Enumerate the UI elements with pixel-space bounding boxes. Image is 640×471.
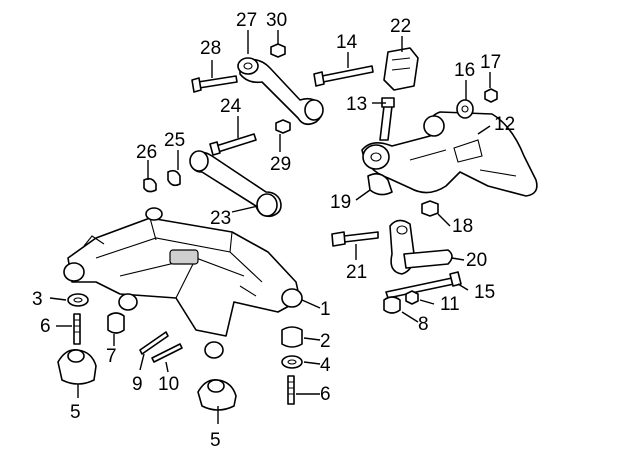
callout-29: 29 bbox=[270, 154, 291, 175]
callout-27: 27 bbox=[236, 10, 257, 31]
callout-15: 15 bbox=[474, 282, 495, 303]
callout-17: 17 bbox=[480, 52, 501, 73]
callout-12: 12 bbox=[494, 114, 515, 135]
callout-5-center: 5 bbox=[210, 430, 221, 451]
bolt-6-right bbox=[287, 375, 295, 405]
leader-lines bbox=[49, 30, 491, 424]
nut-18 bbox=[421, 200, 439, 217]
toe-link-20 bbox=[389, 219, 453, 275]
bushing-7 bbox=[107, 312, 125, 334]
nut-30 bbox=[270, 43, 286, 58]
callout-2: 2 bbox=[320, 331, 331, 352]
callout-10: 10 bbox=[158, 374, 179, 395]
callout-6-right: 6 bbox=[320, 384, 331, 405]
bushing-19 bbox=[367, 172, 393, 196]
pin-10 bbox=[151, 343, 183, 363]
callout-25: 25 bbox=[164, 130, 185, 151]
bolt-21 bbox=[331, 231, 379, 247]
callout-5-left: 5 bbox=[70, 402, 81, 423]
pin-9 bbox=[139, 331, 169, 355]
callout-16: 16 bbox=[454, 60, 475, 81]
callout-22: 22 bbox=[390, 16, 411, 37]
callout-30: 30 bbox=[266, 10, 287, 31]
callout-13: 13 bbox=[346, 94, 367, 115]
callout-23: 23 bbox=[210, 208, 231, 229]
nut-11 bbox=[405, 290, 419, 305]
bolt-6-left bbox=[73, 313, 81, 345]
washer-3 bbox=[67, 293, 89, 307]
callout-6-left: 6 bbox=[40, 316, 51, 337]
callout-4: 4 bbox=[320, 355, 331, 376]
callout-24: 24 bbox=[220, 96, 242, 117]
bolt-14 bbox=[313, 65, 374, 87]
callout-28: 28 bbox=[200, 38, 221, 59]
callout-3: 3 bbox=[32, 289, 43, 310]
nut-17 bbox=[484, 88, 498, 103]
bolt-24 bbox=[209, 133, 257, 156]
callout-21: 21 bbox=[346, 262, 367, 283]
callout-14: 14 bbox=[336, 32, 358, 53]
bushing-2 bbox=[281, 326, 303, 348]
callout-18: 18 bbox=[452, 216, 473, 237]
bolt-15 bbox=[385, 271, 462, 299]
callout-20: 20 bbox=[466, 250, 487, 271]
callout-1: 1 bbox=[320, 299, 331, 320]
bushing-16 bbox=[456, 99, 474, 119]
callout-7: 7 bbox=[106, 346, 117, 367]
mount-5-center bbox=[197, 378, 237, 411]
mount-5-left bbox=[57, 348, 97, 385]
bushing-25 bbox=[167, 169, 181, 187]
callout-9: 9 bbox=[132, 374, 143, 395]
bolt-28 bbox=[191, 75, 238, 93]
upper-control-arm bbox=[237, 57, 324, 126]
bushing-26 bbox=[143, 177, 157, 193]
bushing-8 bbox=[383, 296, 401, 314]
callout-26: 26 bbox=[136, 142, 157, 163]
lower-link-arm bbox=[189, 150, 282, 218]
rear-subframe bbox=[63, 207, 303, 359]
callout-11: 11 bbox=[440, 294, 460, 315]
trailing-arm bbox=[361, 111, 538, 197]
nut-29 bbox=[275, 119, 291, 134]
callouts: 1 2 3 4 5 5 6 6 7 8 9 10 11 12 13 14 15 … bbox=[32, 10, 515, 451]
bolt-13 bbox=[379, 97, 395, 141]
bracket-22 bbox=[383, 47, 419, 91]
callout-19: 19 bbox=[330, 192, 351, 213]
washer-4 bbox=[281, 355, 303, 369]
callout-8: 8 bbox=[418, 314, 429, 335]
